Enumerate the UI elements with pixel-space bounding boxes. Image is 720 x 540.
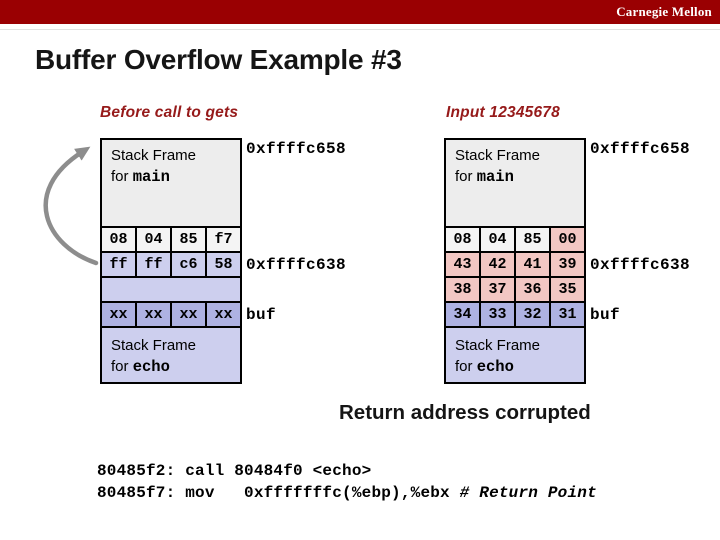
buf-label: buf: [590, 306, 621, 324]
byte-cell: xx: [100, 301, 137, 328]
code-comment: # Return Point: [459, 484, 597, 502]
byte-cell: xx: [170, 301, 207, 328]
address-label: 0xffffc638: [590, 256, 691, 274]
left-column-heading: Before call to gets: [100, 104, 239, 121]
byte-cell: 00: [549, 226, 586, 253]
byte-row-return-address: ff ff c6 58: [100, 251, 242, 278]
byte-cell: c6: [170, 251, 207, 278]
stack-frame-echo: Stack Frame for echo: [100, 326, 242, 384]
empty-stack-row: [100, 276, 242, 303]
byte-cell: ff: [100, 251, 137, 278]
byte-cell: 38: [444, 276, 481, 303]
byte-cell: 31: [549, 301, 586, 328]
frame-label: Stack Frame: [111, 337, 197, 354]
byte-cell: xx: [205, 301, 242, 328]
byte-cell: 33: [479, 301, 516, 328]
page-title: Buffer Overflow Example #3: [35, 44, 402, 75]
byte-cell: 41: [514, 251, 551, 278]
assembly-code-block: 80485f2: call 80484f0 <echo> 80485f7: mo…: [97, 460, 597, 504]
brand-text: Carnegie Mellon: [616, 4, 712, 19]
byte-cell: 32: [514, 301, 551, 328]
frame-label: Stack Frame: [111, 147, 197, 164]
byte-cell: 08: [100, 226, 137, 253]
code-line: 80485f2: call 80484f0 <echo>: [97, 462, 372, 480]
byte-cell: 43: [444, 251, 481, 278]
function-name: echo: [132, 358, 170, 376]
function-name: main: [476, 168, 514, 186]
stack-frame-main: Stack Frame for main: [100, 138, 242, 228]
stack-frame-echo: Stack Frame for echo: [444, 326, 586, 384]
byte-cell: xx: [135, 301, 172, 328]
byte-cell: 04: [479, 226, 516, 253]
address-label: 0xffffc658: [246, 140, 347, 158]
byte-cell: 35: [549, 276, 586, 303]
byte-row-buf: 34 33 32 31: [444, 301, 586, 328]
frame-label: Stack Frame: [455, 147, 541, 164]
byte-row: 08 04 85 00: [444, 226, 586, 253]
byte-cell: 37: [479, 276, 516, 303]
buf-label: buf: [246, 306, 277, 324]
return-address-corrupted-callout: Return address corrupted: [339, 401, 591, 424]
function-name: echo: [476, 358, 514, 376]
return-arrow-icon: [8, 132, 108, 272]
byte-row-buf: xx xx xx xx: [100, 301, 242, 328]
byte-cell: 42: [479, 251, 516, 278]
byte-row-return-address: 43 42 41 39: [444, 251, 586, 278]
byte-cell: 08: [444, 226, 481, 253]
byte-cell: 04: [135, 226, 172, 253]
byte-cell: 36: [514, 276, 551, 303]
stack-frame-main: Stack Frame for main: [444, 138, 586, 228]
header-bar: Carnegie Mellon: [0, 0, 720, 24]
byte-row: 08 04 85 f7: [100, 226, 242, 253]
header-divider: [0, 29, 720, 30]
byte-cell: ff: [135, 251, 172, 278]
frame-label: for echo: [455, 358, 514, 376]
byte-cell: f7: [205, 226, 242, 253]
frame-label: Stack Frame: [455, 337, 541, 354]
address-label: 0xffffc658: [590, 140, 691, 158]
byte-cell: 85: [514, 226, 551, 253]
byte-cell: 34: [444, 301, 481, 328]
byte-cell: 58: [205, 251, 242, 278]
right-column-heading: Input 12345678: [446, 104, 560, 121]
address-label: 0xffffc638: [246, 256, 347, 274]
byte-cell: 85: [170, 226, 207, 253]
byte-cell: 39: [549, 251, 586, 278]
stack-diagram-after: Stack Frame for main 08 04 85 00 43 42 4…: [444, 138, 586, 384]
code-line: 80485f7: mov 0xfffffffc(%ebp),%ebx # Ret…: [97, 484, 597, 502]
function-name: main: [132, 168, 170, 186]
frame-label: for main: [455, 168, 514, 186]
frame-label: for echo: [111, 358, 170, 376]
frame-label: for main: [111, 168, 170, 186]
byte-row: 38 37 36 35: [444, 276, 586, 303]
stack-diagram-before: Stack Frame for main 08 04 85 f7 ff ff c…: [100, 138, 242, 384]
